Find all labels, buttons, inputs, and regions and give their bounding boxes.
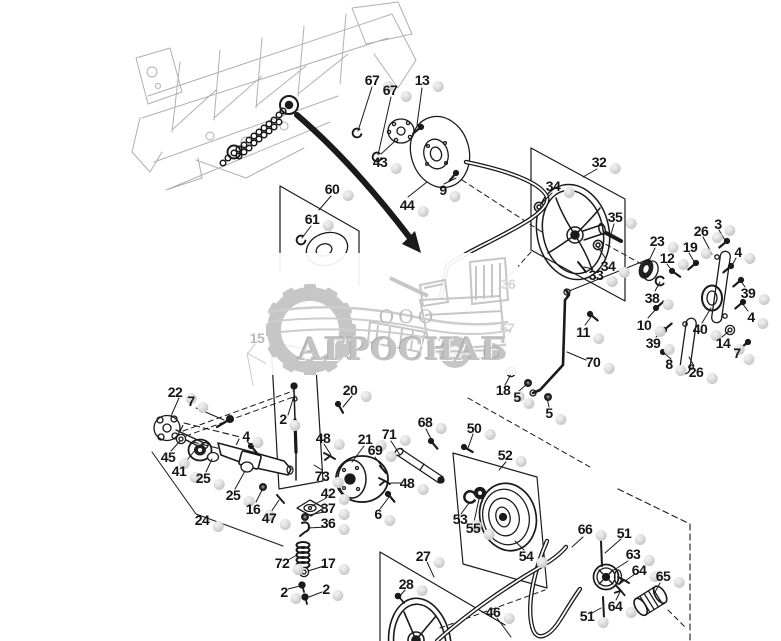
watermark: ООО АГРОСНАБ [266, 253, 518, 375]
idler-drum-group [323, 435, 445, 505]
watermark-swoosh [267, 305, 511, 341]
drive-chain [219, 95, 299, 167]
control-rod-70-group [505, 258, 650, 402]
locator-arrow [294, 112, 421, 253]
hub-43-disc-44-group [350, 115, 471, 189]
callout-leaders [170, 86, 749, 638]
dashed-leaders [182, 179, 687, 629]
tensioner-arm-group [151, 398, 347, 547]
spring-stack-group [295, 499, 325, 605]
bracket-mount-group [638, 235, 754, 375]
detail-panels [270, 147, 626, 641]
watermark-company-prefix: ООО [378, 306, 438, 328]
watermark-harvester-icon [366, 256, 510, 368]
watermark-company-name: АГРОСНАБ [297, 332, 509, 368]
pulley-54-group [458, 441, 538, 552]
hub-63-group [592, 540, 668, 619]
belts [434, 159, 583, 641]
watermark-gear-icon [266, 284, 356, 375]
machine-frame-sketch [131, 1, 417, 191]
